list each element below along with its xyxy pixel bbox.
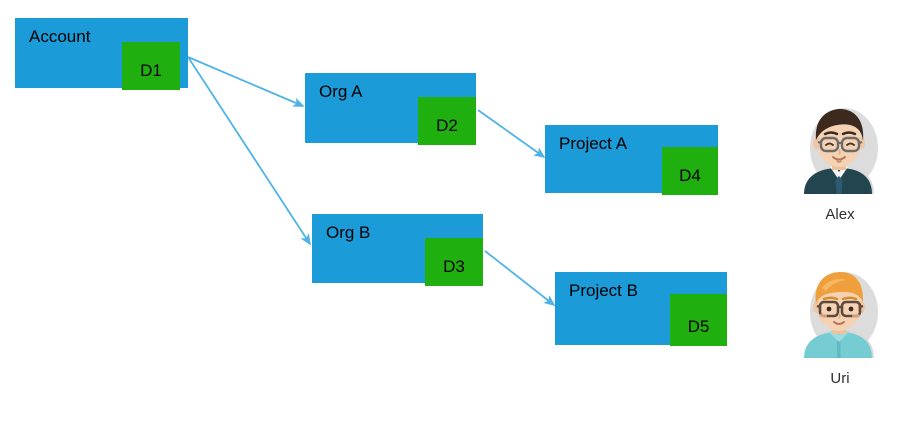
person-uri[interactable]: Uri [792, 262, 888, 388]
glasses-icon [817, 136, 863, 153]
chip-d2-label: D2 [436, 116, 458, 135]
person-alex[interactable]: Alex [792, 98, 888, 224]
chip-d4-label: D4 [679, 166, 701, 185]
person-alex-name: Alex [825, 206, 855, 223]
chip-d5-label: D5 [687, 317, 710, 336]
chip-d3[interactable]: D3 [425, 238, 483, 286]
person-avatar-icon [804, 272, 878, 358]
node-project-b-label: Project B [569, 281, 638, 300]
chip-d4[interactable]: D4 [662, 147, 718, 195]
chip-d5[interactable]: D5 [670, 294, 727, 346]
chip-d1-label: D1 [140, 61, 162, 80]
node-project-a-label: Project A [559, 134, 628, 153]
node-org-b-label: Org B [326, 223, 371, 242]
node-account-label: Account [29, 27, 91, 46]
node-org-a-label: Org A [319, 82, 363, 101]
connector-account-to-org-a [187, 56, 305, 107]
person-avatar-icon [804, 108, 878, 194]
connector-org-a-to-project-a [477, 109, 546, 159]
connector-org-b-to-project-b [484, 250, 556, 307]
connector-account-to-org-b [187, 56, 311, 246]
person-uri-name: Uri [830, 370, 850, 387]
chip-d3-label: D3 [443, 257, 465, 276]
chip-d2[interactable]: D2 [418, 97, 476, 145]
glasses-icon [816, 300, 864, 318]
chip-d1[interactable]: D1 [122, 42, 180, 90]
